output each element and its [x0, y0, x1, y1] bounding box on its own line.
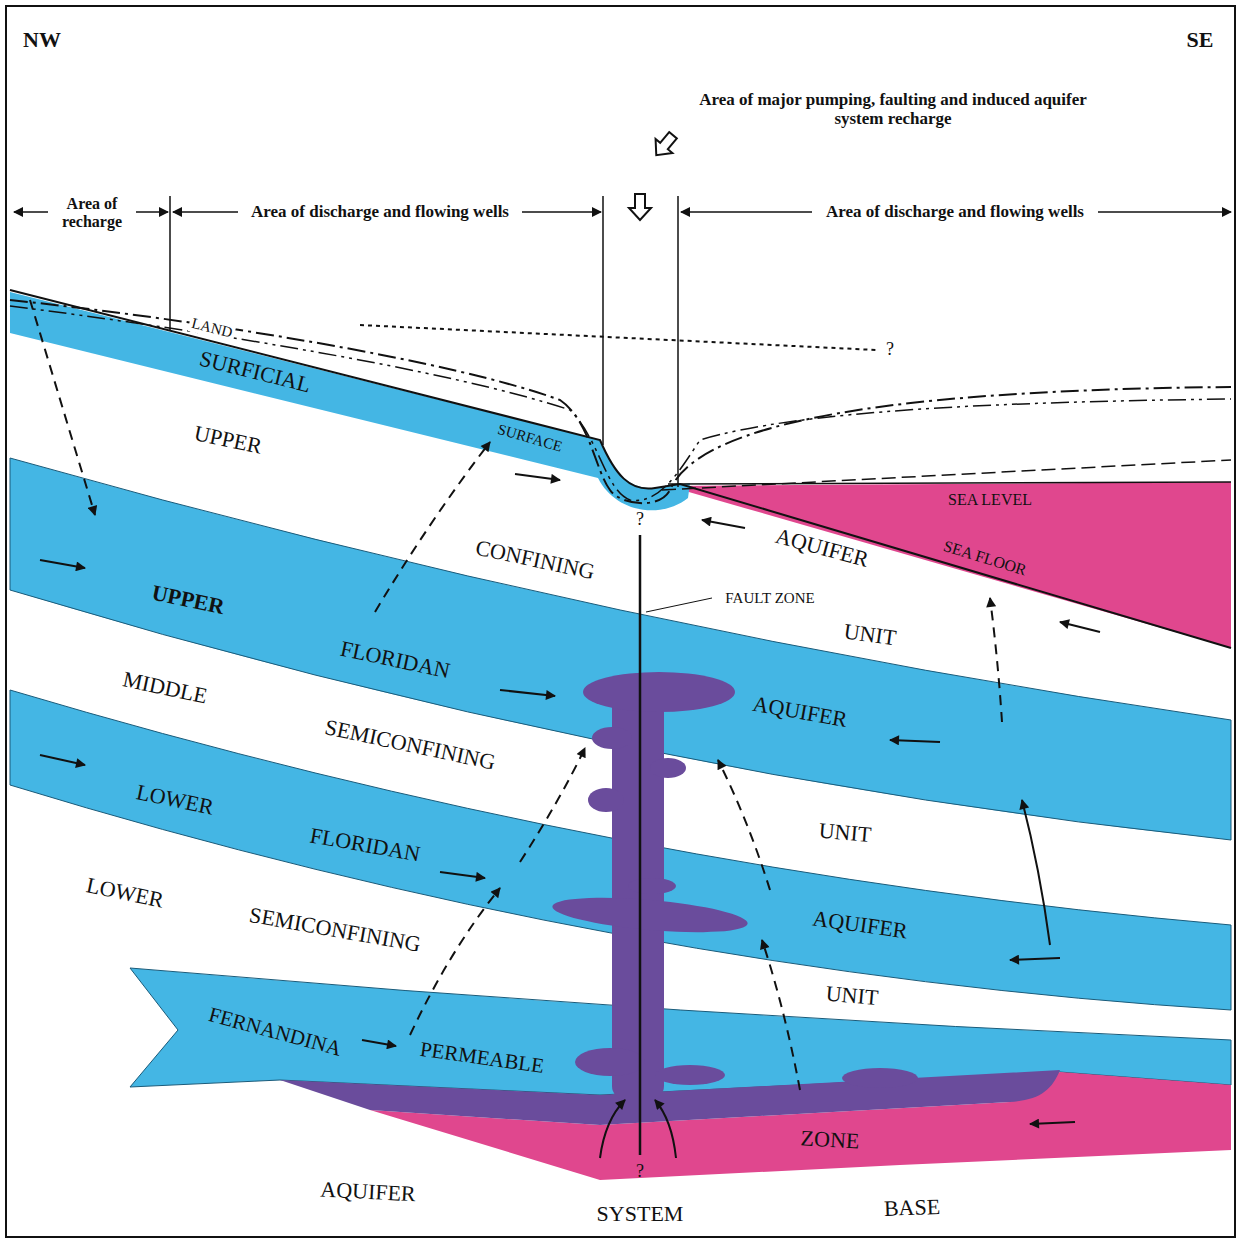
layer-label: LOWER [84, 873, 166, 913]
base-label: AQUIFER [320, 1177, 416, 1206]
layer-label: CONFINING [473, 536, 596, 585]
layer-label: FLORIDAN [338, 637, 452, 684]
leader-line [646, 598, 712, 612]
layer-label: SURFICIAL [197, 347, 313, 398]
layer-label: PERMEABLE [419, 1038, 546, 1078]
fault-plume [551, 672, 918, 1100]
layer-label: MIDDLE [121, 667, 210, 708]
question-mark: ? [886, 340, 894, 360]
layer-label: UPPER [192, 421, 264, 459]
layer-label: AQUIFER [811, 906, 909, 943]
base-label: SYSTEM [597, 1202, 684, 1226]
surficial-aquifer [10, 292, 690, 510]
layer-label: AQUIFER [751, 692, 849, 732]
layer-label: UNIT [818, 819, 872, 848]
fault-line [639, 535, 642, 1155]
potentiometric-line [10, 300, 1231, 503]
area-label: Area of recharge [47, 195, 137, 230]
area-divider [170, 196, 678, 487]
fault-label: FAULT ZONE [725, 590, 814, 607]
layer-label: SEMICONFINING [247, 903, 422, 957]
area-label: Area of discharge and flowing wells [251, 203, 509, 222]
potentiometric-line [662, 460, 1231, 490]
layer-label: FERNANDINA [206, 1003, 344, 1061]
flow-arrow [40, 474, 1100, 1158]
layer-label: UNIT [825, 982, 879, 1011]
area-label: Area of discharge and flowing wells [826, 203, 1084, 222]
leakage-arrow [30, 300, 1002, 1090]
surface-label: LAND [188, 314, 236, 341]
potentiometric-line [10, 306, 1231, 500]
surface-label: SURFACE [494, 420, 566, 455]
sea-label: SEA FLOOR [941, 537, 1028, 579]
predevelopment-line [360, 325, 876, 350]
layer-label: LOWER [134, 780, 216, 820]
layer-label: UPPER [150, 581, 227, 620]
question-mark: ? [636, 1162, 644, 1182]
question-mark: ? [634, 510, 646, 530]
hollow-arrow [629, 128, 681, 220]
frame [6, 6, 1235, 1237]
callout-note: Area of major pumping, faulting and indu… [678, 91, 1108, 128]
direction-label: SE [1187, 28, 1214, 52]
land-surface-line [10, 290, 1231, 648]
layer-label: AQUIFER [773, 524, 871, 572]
sea-label: SEA LEVEL [948, 491, 1032, 509]
layer-label: FLORIDAN [308, 823, 422, 866]
direction-label: NW [23, 28, 61, 52]
layer-label: UNIT [842, 619, 897, 650]
sea-level-line [668, 482, 1231, 484]
layer-label: SEMICONFINING [323, 715, 498, 775]
base-label: BASE [883, 1195, 940, 1221]
layer-label: ZONE [800, 1126, 860, 1153]
